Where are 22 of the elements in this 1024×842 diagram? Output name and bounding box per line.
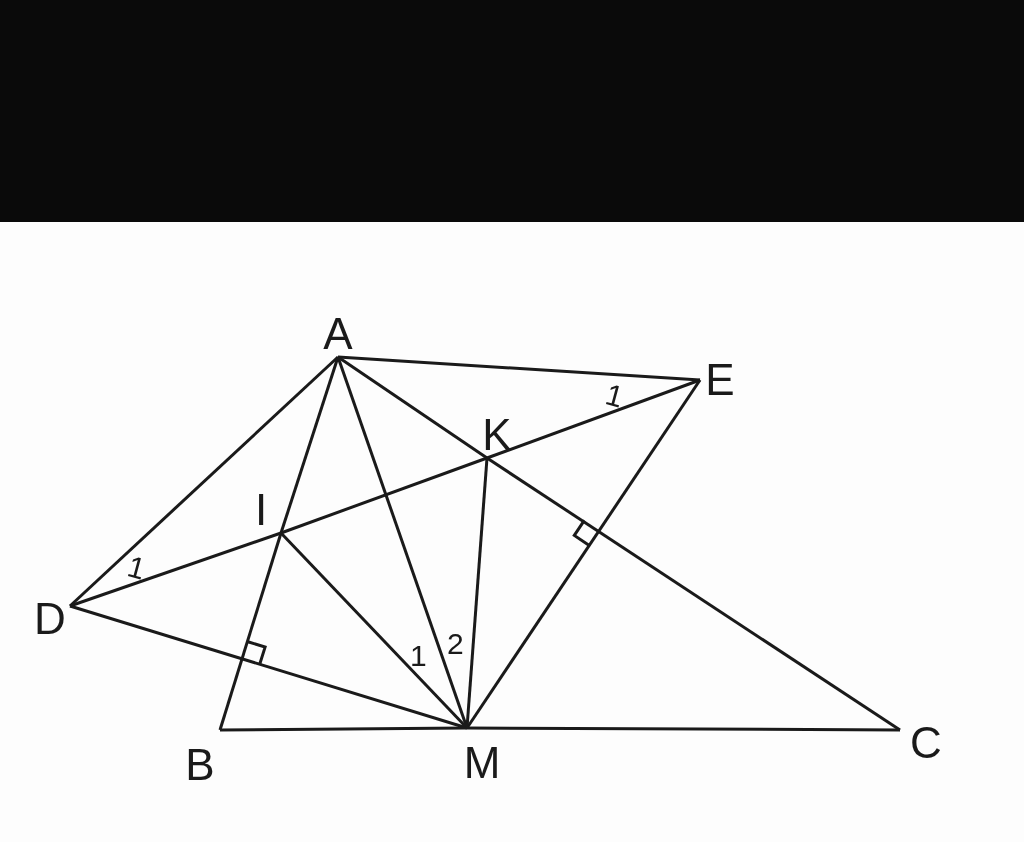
point-label: D xyxy=(30,596,70,642)
point-label: M xyxy=(457,740,507,786)
line-segment xyxy=(279,356,340,534)
line-segment xyxy=(337,355,701,382)
point-label: B xyxy=(180,742,220,788)
angle-number: 1 xyxy=(410,640,427,672)
point-label: I xyxy=(241,487,281,533)
line-segment xyxy=(218,532,283,731)
line-segment xyxy=(486,378,701,460)
point-label: A xyxy=(318,311,358,357)
line-segment xyxy=(68,355,340,608)
point-label: E xyxy=(700,357,740,403)
point-label: C xyxy=(906,720,946,766)
angle-number: 2 xyxy=(447,628,464,660)
line-segment xyxy=(69,531,282,608)
line-segment xyxy=(337,355,488,460)
line-segment xyxy=(280,456,488,535)
point-label: K xyxy=(477,412,517,458)
line-segment xyxy=(220,726,467,732)
line-segment xyxy=(467,726,900,732)
angle-number: 1 xyxy=(124,550,149,586)
angle-number: 1 xyxy=(602,378,627,414)
